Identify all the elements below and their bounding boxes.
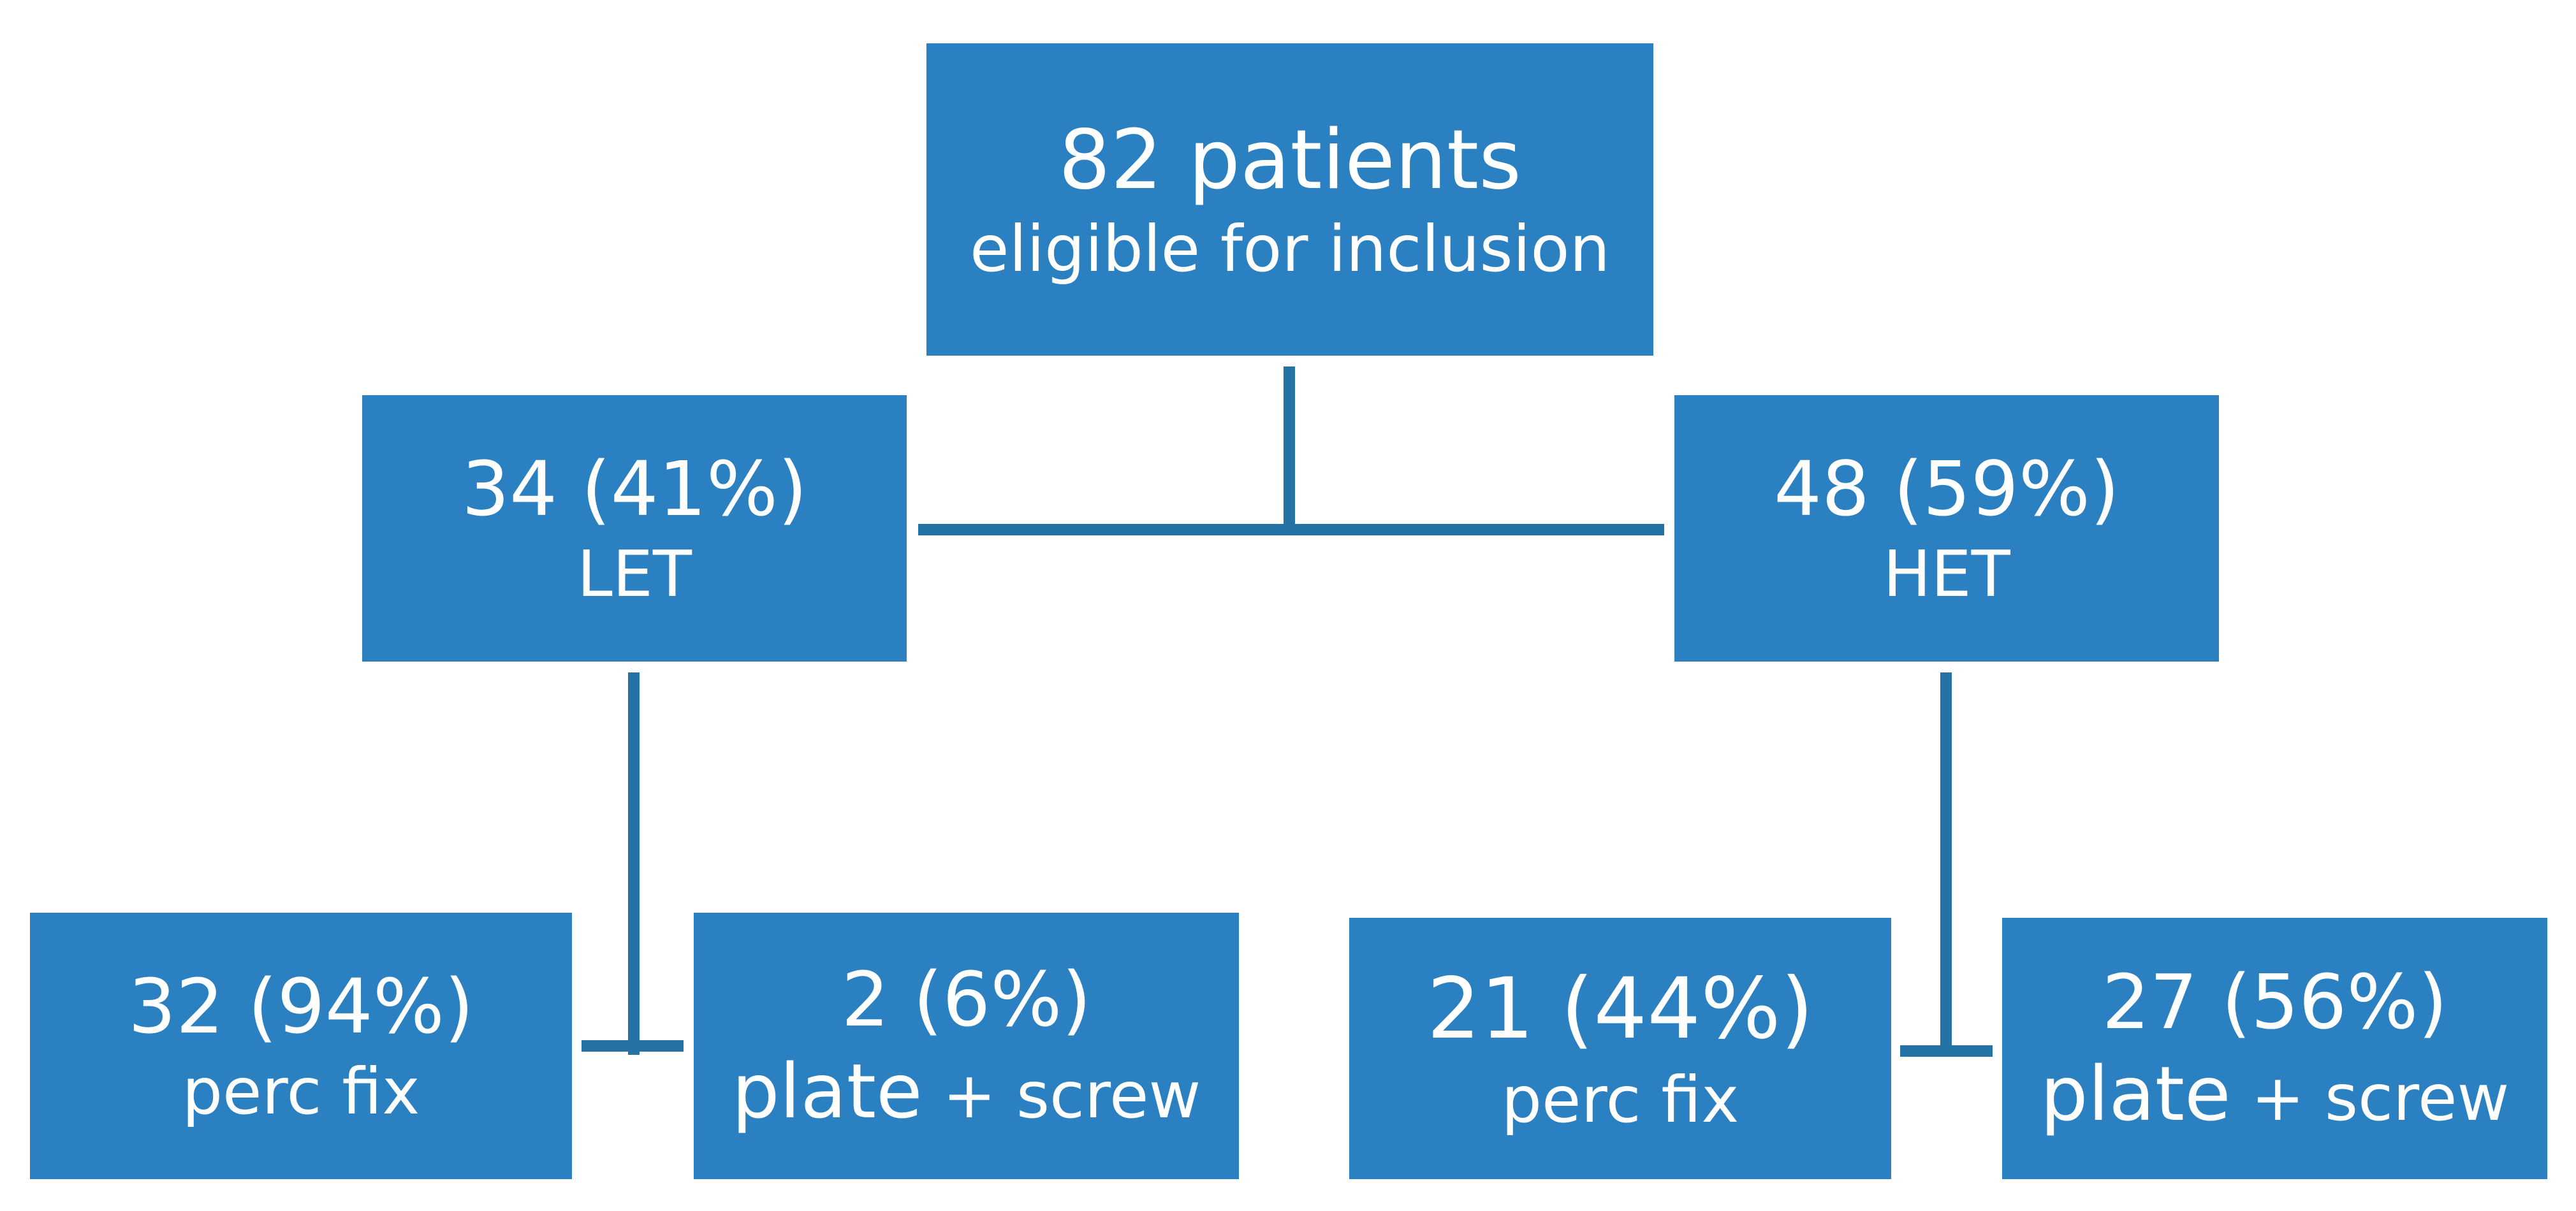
node-het-perc-fix: 21 (44%) perc fix bbox=[1349, 918, 1891, 1179]
node-het-plate-screw: 27 (56%) plate + screw bbox=[2002, 918, 2547, 1179]
node-het-plate-screw-label: plate + screw bbox=[2040, 1048, 2510, 1140]
node-het-plate-label-part1: plate bbox=[2040, 1050, 2231, 1138]
root-node-count: 82 patients bbox=[1058, 112, 1521, 208]
node-let-plate-screw: 2 (6%) plate + screw bbox=[694, 913, 1239, 1179]
node-het-plate-screw-count: 27 (56%) bbox=[2102, 958, 2448, 1047]
node-het-perc-fix-label: perc fix bbox=[1501, 1062, 1739, 1137]
node-het-label: HET bbox=[1883, 536, 2010, 611]
node-let-plate-label-part1: plate bbox=[731, 1047, 923, 1135]
node-let-plate-label-part2: + screw bbox=[922, 1058, 1201, 1133]
connector-het-base bbox=[1900, 1045, 1993, 1057]
connector-split-horizontal bbox=[918, 524, 1664, 535]
node-het-perc-fix-count: 21 (44%) bbox=[1426, 960, 1814, 1059]
connector-het-down bbox=[1940, 672, 1952, 1055]
node-let: 34 (41%) LET bbox=[362, 395, 907, 662]
node-let-plate-screw-label: plate + screw bbox=[732, 1046, 1201, 1138]
node-let-plate-screw-count: 2 (6%) bbox=[841, 955, 1092, 1044]
root-node-label: eligible for inclusion bbox=[970, 212, 1610, 287]
node-het-count: 48 (59%) bbox=[1773, 445, 2119, 533]
node-let-perc-fix-count: 32 (94%) bbox=[128, 962, 474, 1051]
connector-let-base bbox=[582, 1040, 684, 1052]
node-het-plate-label-part2: + screw bbox=[2230, 1061, 2510, 1135]
node-het: 48 (59%) HET bbox=[1674, 395, 2219, 662]
node-let-label: LET bbox=[577, 536, 692, 611]
connector-let-down bbox=[628, 672, 640, 1055]
connector-root-to-split bbox=[1284, 366, 1295, 529]
node-let-perc-fix: 32 (94%) perc fix bbox=[30, 913, 572, 1179]
node-let-count: 34 (41%) bbox=[461, 445, 807, 533]
node-let-perc-fix-label: perc fix bbox=[182, 1054, 420, 1129]
root-node-eligible-patients: 82 patients eligible for inclusion bbox=[926, 43, 1653, 356]
